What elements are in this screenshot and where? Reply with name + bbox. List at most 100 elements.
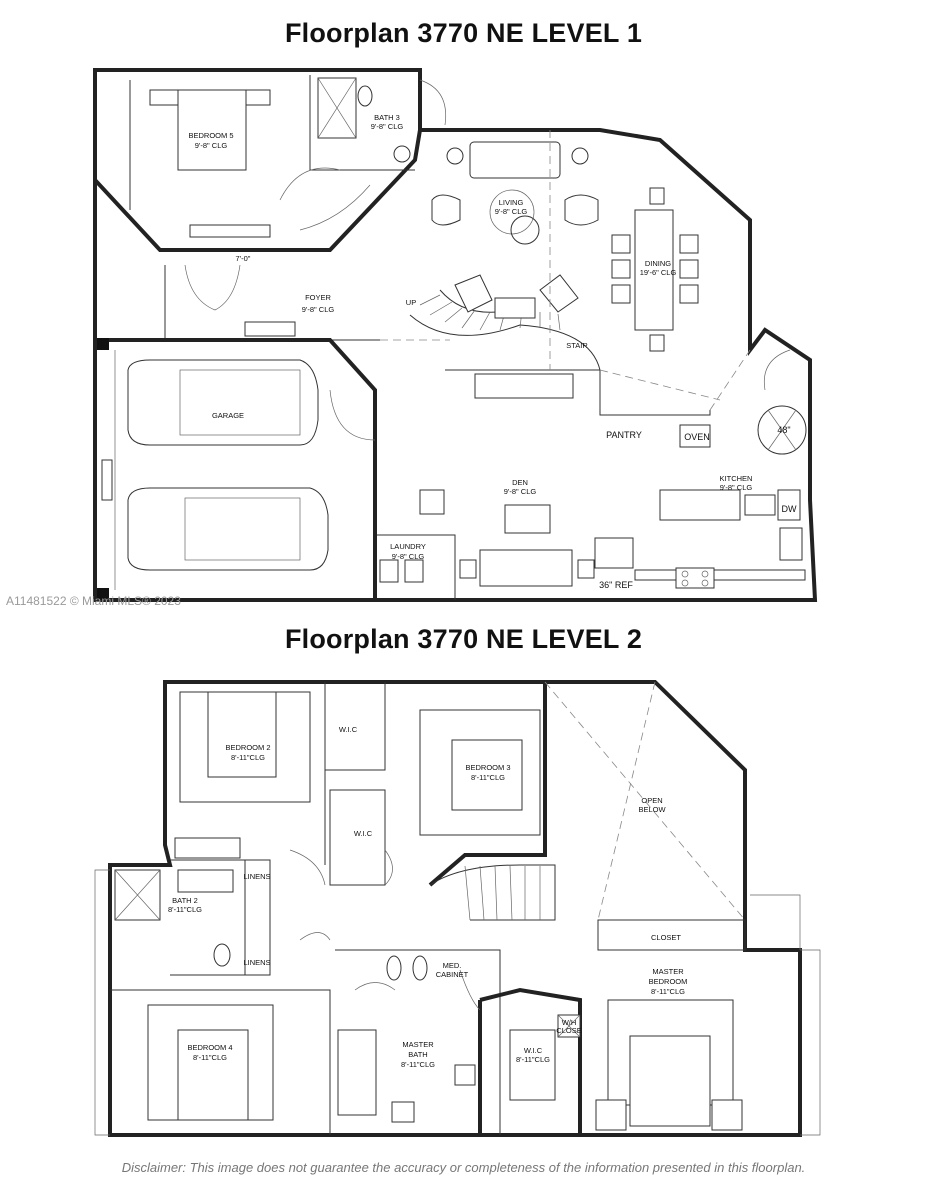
dryer: [404, 559, 424, 583]
dining-chair: [679, 284, 699, 304]
pantry-label: PANTRY: [606, 430, 642, 440]
bedroom2-dresser: [174, 837, 241, 859]
windows-left: [94, 869, 110, 1136]
table-size-label: 48": [777, 425, 790, 435]
garage-column: [97, 588, 109, 600]
burner-icon: [701, 570, 709, 578]
bedroom5-clg: 9'-8" CLG: [195, 141, 228, 150]
bath3-label: BATH 3: [374, 113, 400, 122]
wh-hatch: [557, 1014, 581, 1038]
bed5: [177, 89, 247, 171]
wic1-wall: [325, 682, 386, 771]
table-cross: [767, 409, 797, 451]
linens2-label: LINENS: [243, 958, 270, 967]
garage-wall: [100, 338, 377, 600]
dining-clg: 19'-6" CLG: [640, 268, 677, 277]
cooktop: [675, 567, 715, 589]
master-bidet: [412, 955, 428, 981]
stair-label: STAIR: [566, 341, 588, 350]
bed3: [451, 739, 523, 811]
bed5-dresser: [189, 224, 271, 238]
bed4: [177, 1029, 249, 1121]
bath2-clg: 8'-11"CLG: [168, 905, 202, 914]
wic3-label: W.I.C: [524, 1046, 543, 1055]
master-bath-label: MASTER: [402, 1040, 434, 1049]
oven-label: OVEN: [684, 432, 710, 442]
garage-door-handle: [101, 459, 113, 501]
dw-box: [777, 489, 801, 521]
level1-dashed-lines: [380, 130, 751, 411]
bath3-wall: [309, 75, 415, 171]
living-clg: 9'-8" CLG: [495, 207, 528, 216]
bath2-toilet: [213, 943, 231, 967]
linens1-label: LINENS: [243, 872, 270, 881]
dining-chair: [611, 284, 631, 304]
garage-label: GARAGE: [212, 411, 244, 420]
kitchen-sink: [779, 527, 803, 561]
burner-icon: [701, 579, 709, 587]
level2-floorplan: BEDROOM 2 8'-11"CLG BEDROOM 3 8'-11"CLG …: [94, 680, 821, 1137]
dw-label: DW: [782, 504, 797, 514]
master-sink: [391, 1101, 415, 1123]
stair-treads: [419, 294, 561, 331]
bedroom4-clg: 8'-11"CLG: [193, 1053, 227, 1062]
kitchen-door-swing: [763, 349, 791, 391]
disclaimer-text: Disclaimer: This image does not guarante…: [121, 1160, 806, 1175]
med-cabinet-label-2: CABINET: [436, 970, 469, 979]
wic3-clg: 8'-11"CLG: [516, 1055, 550, 1064]
dining-chair: [611, 234, 631, 254]
dining-chair: [679, 234, 699, 254]
level1-outer-wall: [93, 68, 818, 602]
up-label: UP: [406, 298, 416, 307]
wic3-wall: [478, 987, 582, 1135]
bedroom3-label: BEDROOM 3: [465, 763, 510, 772]
master-sink: [454, 1064, 476, 1086]
bath3-sink: [393, 145, 411, 163]
bed2: [207, 691, 277, 778]
dining-chair: [649, 334, 665, 352]
stair-inner: [409, 314, 601, 371]
master-tub: [337, 1029, 377, 1116]
living-armchair: [431, 194, 461, 226]
level1-title: Floorplan 3770 NE LEVEL 1: [284, 18, 643, 48]
living-armchair: [564, 194, 599, 226]
master-bath-wall: [335, 949, 501, 1135]
master-bedroom-label: MASTER: [652, 967, 684, 976]
master-toilet: [386, 955, 402, 981]
living-table: [510, 215, 540, 245]
closet-label: CLOSET: [651, 933, 681, 942]
laundry-sink: [419, 489, 445, 515]
laundry-clg: 9'-8" CLG: [392, 552, 425, 561]
bedroom5-wall: [93, 70, 422, 252]
bedroom3-wall: [428, 682, 547, 887]
kitchen-counter: [744, 494, 776, 516]
stair-treads: [464, 865, 541, 921]
wic3-island: [509, 1029, 556, 1101]
wh-label-2: CLOSE: [556, 1026, 581, 1035]
windows-right: [750, 894, 821, 1136]
bedroom4-top-wall: [110, 989, 331, 1135]
master-bedroom-label-2: BEDROOM: [649, 977, 688, 986]
den-side-table: [459, 559, 477, 579]
den-clg: 9'-8" CLG: [504, 487, 537, 496]
master-bath-clg: 8'-11"CLG: [401, 1060, 435, 1069]
bedroom2-clg: 8'-11"CLG: [231, 753, 265, 762]
foyer-door-swing: [184, 264, 241, 311]
open-below-label-2: BELOW: [638, 805, 666, 814]
mls-watermark: A11481522 © Miami MLS® 2023: [6, 594, 181, 608]
kitchen-label: KITCHEN: [720, 474, 753, 483]
master-bed: [629, 1035, 711, 1127]
den-tv-console: [474, 373, 574, 399]
open-below-x: [544, 681, 746, 921]
lamp-icon: [571, 147, 589, 165]
med-cabinet-label: MED.: [443, 961, 462, 970]
bedroom3-clg: 8'-11"CLG: [471, 773, 505, 782]
burner-icon: [681, 570, 689, 578]
car-roof: [179, 369, 301, 436]
burner-icon: [681, 579, 689, 587]
stair-armchair: [454, 274, 493, 313]
bedroom5-label: BEDROOM 5: [188, 131, 233, 140]
foyer-console: [244, 321, 296, 337]
foyer-clg: 9'-8" CLG: [302, 305, 335, 314]
open-below-label: OPEN: [641, 796, 662, 805]
